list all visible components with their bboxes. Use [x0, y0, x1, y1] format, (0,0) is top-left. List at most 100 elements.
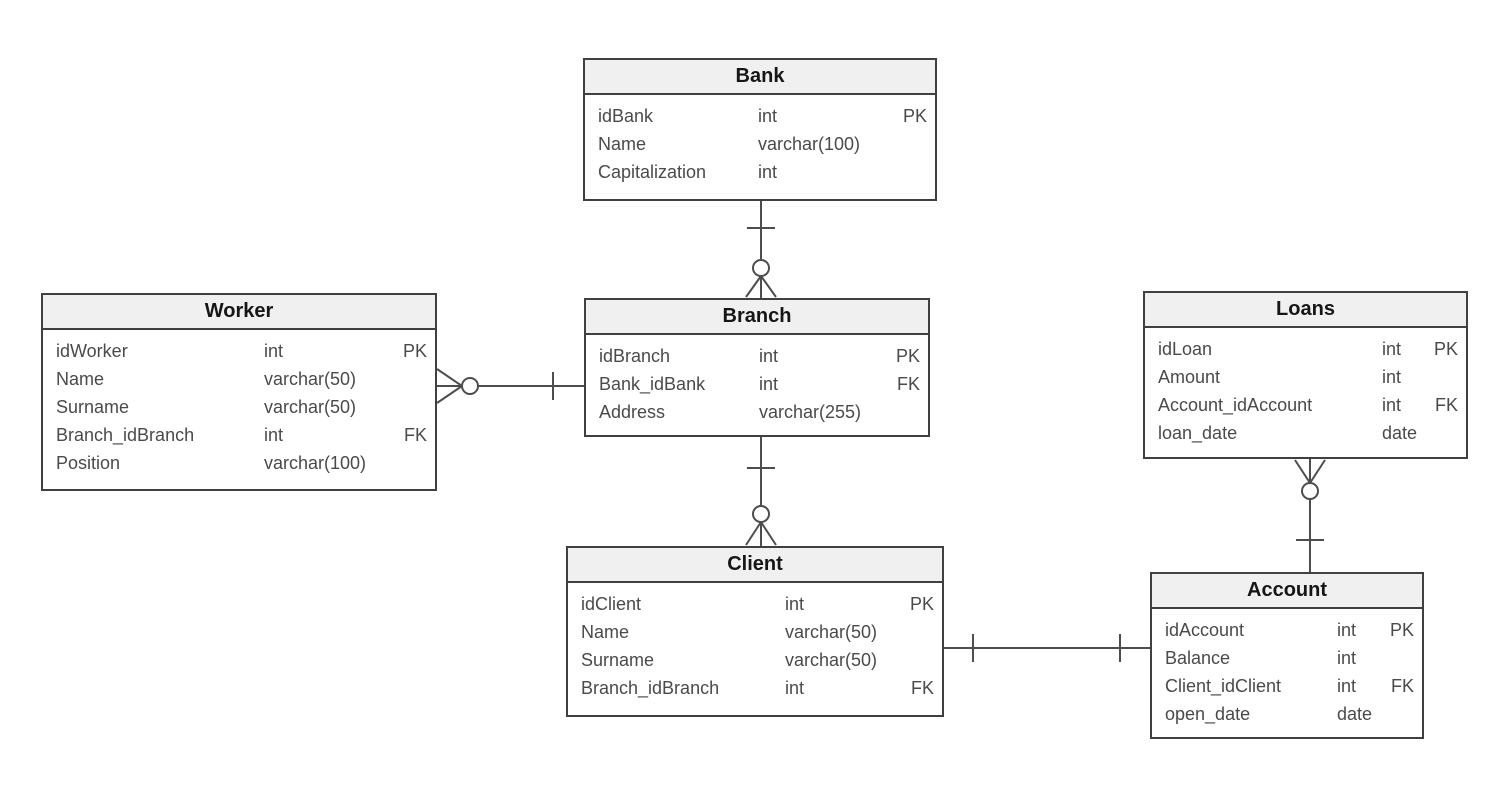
relationship-loans-account — [1294, 459, 1326, 572]
column-type: date — [1382, 423, 1418, 443]
column-type: int — [785, 678, 805, 698]
column-type: int — [1382, 367, 1402, 387]
column-key — [888, 398, 920, 426]
column-key — [895, 130, 927, 158]
column-type: varchar(255) — [759, 402, 862, 422]
column-key — [902, 646, 934, 674]
column-type: varchar(100) — [264, 453, 367, 473]
column-name: Surname — [581, 650, 655, 670]
entity-account: Account idAccount int PK Balance int Cli… — [1150, 572, 1424, 739]
column-type: int — [264, 341, 284, 361]
column-type: varchar(50) — [264, 369, 357, 389]
column-row: idWorker int PK — [56, 337, 427, 365]
column-type: varchar(50) — [264, 397, 357, 417]
column-key — [1382, 700, 1414, 728]
column-name: Capitalization — [598, 162, 707, 182]
column-name: Position — [56, 453, 121, 473]
column-type: int — [1337, 648, 1357, 668]
column-key — [902, 618, 934, 646]
column-key: FK — [1434, 395, 1458, 415]
column-key: PK — [402, 341, 427, 361]
column-row: idBranch int PK — [599, 342, 920, 370]
entity-loans: Loans idLoan int PK Amount int Account_i… — [1143, 291, 1468, 459]
column-row: idLoan int PK — [1158, 335, 1458, 363]
column-name: idClient — [581, 594, 642, 614]
entity-title: Branch — [586, 300, 928, 335]
column-name: open_date — [1165, 704, 1251, 724]
entity-columns: idAccount int PK Balance int Client_idCl… — [1152, 609, 1422, 728]
column-row: idAccount int PK — [1165, 616, 1414, 644]
column-type: int — [1382, 395, 1402, 415]
entity-title: Worker — [43, 295, 435, 330]
entity-columns: idWorker int PK Name varchar(50) Surname… — [43, 330, 435, 477]
entity-columns: idLoan int PK Amount int Account_idAccou… — [1145, 328, 1466, 447]
column-name: Bank_idBank — [599, 374, 706, 394]
column-row: Surname varchar(50) — [581, 646, 934, 674]
column-name: Surname — [56, 397, 130, 417]
entity-title: Account — [1152, 574, 1422, 609]
column-key: PK — [895, 346, 920, 366]
column-name: idWorker — [56, 341, 128, 361]
column-type: varchar(50) — [785, 650, 878, 670]
entity-branch: Branch idBranch int PK Bank_idBank int F… — [584, 298, 930, 437]
entity-columns: idClient int PK Name varchar(50) Surname… — [568, 583, 942, 702]
column-key — [1426, 363, 1458, 391]
column-name: Client_idClient — [1165, 676, 1282, 696]
column-key: FK — [910, 678, 934, 698]
many-crowfoot — [1294, 459, 1326, 484]
column-type: int — [759, 346, 779, 366]
column-key: PK — [1433, 339, 1458, 359]
column-name: Name — [581, 622, 630, 642]
column-row: loan_date date — [1158, 419, 1458, 447]
column-name: Branch_idBranch — [581, 678, 720, 698]
column-key: FK — [403, 425, 427, 445]
entity-bank: Bank idBank int PK Name varchar(100) Cap… — [583, 58, 937, 201]
relationship-worker-branch — [436, 368, 584, 404]
column-type: int — [759, 374, 779, 394]
column-row: Name varchar(50) — [581, 618, 934, 646]
column-row: idClient int PK — [581, 590, 934, 618]
column-name: Account_idAccount — [1158, 395, 1313, 415]
column-type: int — [1337, 676, 1357, 696]
many-crowfoot — [745, 275, 777, 298]
column-type: varchar(100) — [758, 134, 861, 154]
zero-circle — [461, 377, 479, 395]
column-name: idAccount — [1165, 620, 1245, 640]
entity-title: Client — [568, 548, 942, 583]
column-name: Amount — [1158, 367, 1221, 387]
column-key — [395, 365, 427, 393]
column-name: Name — [56, 369, 105, 389]
column-name: idLoan — [1158, 339, 1213, 359]
column-key: PK — [909, 594, 934, 614]
relationship-branch-client — [745, 437, 777, 546]
column-row: Branch_idBranch int FK — [581, 674, 934, 702]
column-type: int — [1337, 620, 1357, 640]
many-crowfoot — [745, 521, 777, 546]
entity-client: Client idClient int PK Name varchar(50) … — [566, 546, 944, 717]
column-key: PK — [1389, 620, 1414, 640]
column-type: int — [1382, 339, 1402, 359]
entity-title: Bank — [585, 60, 935, 95]
column-name: Name — [598, 134, 647, 154]
column-row: Address varchar(255) — [599, 398, 920, 426]
entity-title: Loans — [1145, 293, 1466, 328]
column-type: date — [1337, 704, 1373, 724]
relationship-client-account — [944, 634, 1150, 662]
column-name: Address — [599, 402, 666, 422]
column-name: idBank — [598, 106, 654, 126]
column-key — [395, 449, 427, 477]
many-crowfoot — [436, 368, 463, 404]
entity-worker: Worker idWorker int PK Name varchar(50) … — [41, 293, 437, 491]
entity-columns: idBank int PK Name varchar(100) Capitali… — [585, 95, 935, 186]
column-key — [895, 158, 927, 186]
column-row: Balance int — [1165, 644, 1414, 672]
column-key: FK — [1390, 676, 1414, 696]
entity-columns: idBranch int PK Bank_idBank int FK Addre… — [586, 335, 928, 426]
column-name: loan_date — [1158, 423, 1238, 443]
column-row: Name varchar(50) — [56, 365, 427, 393]
column-type: int — [758, 162, 778, 182]
column-row: Capitalization int — [598, 158, 927, 186]
column-key: PK — [902, 106, 927, 126]
